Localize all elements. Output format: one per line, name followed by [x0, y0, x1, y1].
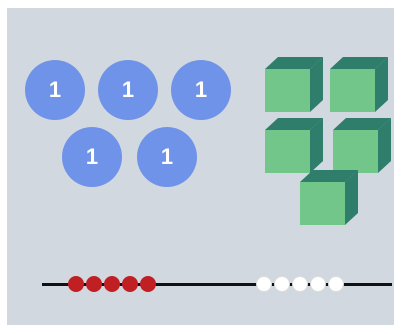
white-bead-1 [256, 276, 272, 292]
cube-icon-5 [300, 170, 358, 225]
cube-icon-1 [265, 57, 323, 112]
coin-3-label: 1 [194, 77, 208, 102]
coin-3: 1 [171, 60, 231, 120]
coin-5-label: 1 [160, 144, 174, 169]
red-bead-4 [122, 276, 138, 292]
cube-icon-3 [265, 118, 323, 173]
red-bead-2 [86, 276, 102, 292]
red-bead-1 [68, 276, 84, 292]
coin-4-label: 1 [85, 144, 99, 169]
cube-icon-4 [333, 118, 391, 173]
white-bead-2 [274, 276, 290, 292]
coin-2-label: 1 [121, 77, 135, 102]
coin-5: 1 [137, 127, 197, 187]
white-bead-4 [310, 276, 326, 292]
coin-1-label: 1 [48, 77, 62, 102]
coin-4: 1 [62, 127, 122, 187]
cube-icon-2 [330, 57, 388, 112]
red-bead-3 [104, 276, 120, 292]
bead-line [42, 283, 392, 286]
white-bead-3 [292, 276, 308, 292]
red-bead-5 [140, 276, 156, 292]
white-bead-5 [328, 276, 344, 292]
coin-1: 1 [25, 60, 85, 120]
coin-2: 1 [98, 60, 158, 120]
